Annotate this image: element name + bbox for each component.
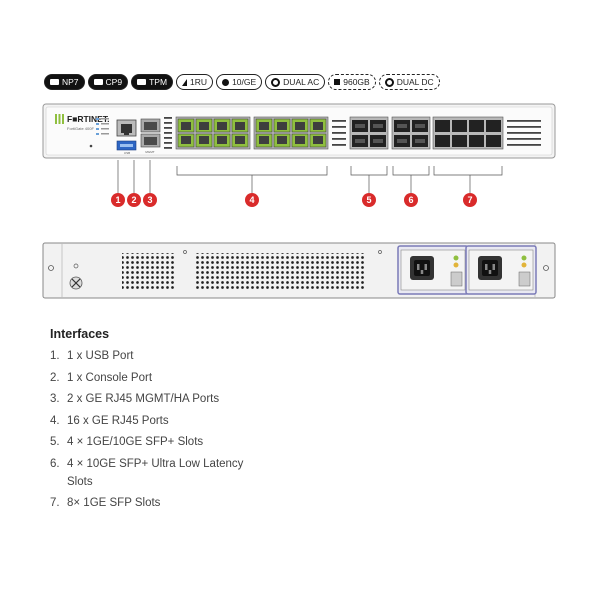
usb-port: USB	[116, 140, 137, 155]
badge-cp9: CP9	[87, 74, 129, 90]
rear-vent-small	[122, 253, 174, 291]
badge-dual-ac: DUAL AC	[265, 74, 326, 90]
callout-6: 6	[404, 193, 418, 207]
svg-text:MGMT: MGMT	[145, 150, 154, 154]
ring-icon	[271, 77, 281, 87]
svg-text:4: 4	[249, 195, 254, 205]
badge-dual-dc: DUAL DC	[378, 74, 440, 90]
badge-np7: NP7	[44, 74, 85, 90]
rack-unit-icon	[182, 78, 188, 86]
sfp-slots	[432, 116, 504, 150]
storage-icon	[334, 79, 341, 85]
list-item: 5.4 × 1GE/10GE SFP+ Slots	[50, 436, 204, 448]
callout-2: 2	[127, 193, 141, 207]
chip-icon	[137, 79, 147, 85]
svg-text:3: 3	[147, 195, 152, 205]
ground-screw-icon	[69, 276, 83, 290]
svg-text:7: 7	[467, 195, 472, 205]
rear-panel	[42, 242, 556, 299]
feature-badges: NP7 CP9 TPM 1RU 10/GE DUAL AC 960GB DUAL…	[44, 74, 440, 90]
callout-4: 4	[245, 193, 259, 207]
callout-1: 1	[111, 193, 125, 207]
power-inlet-icon	[478, 256, 502, 280]
sfp-plus-ull-slots	[391, 116, 431, 150]
svg-text:2: 2	[131, 195, 136, 205]
rj45-port-group-1	[175, 116, 251, 150]
badge-10ge: 10/GE	[216, 74, 263, 90]
model-text: FortiGate 400F	[67, 126, 94, 131]
fortinet-logo: F■RTINET. FortiGate 400F	[55, 114, 109, 131]
mgmt-ports: MGMT	[140, 118, 161, 154]
interfaces-title: Interfaces	[50, 327, 110, 341]
badge-960gb: 960GB	[328, 74, 376, 90]
badge-tpm: TPM	[131, 74, 174, 90]
vent-slots	[164, 117, 541, 149]
console-port	[116, 119, 137, 137]
svg-text:1: 1	[115, 195, 120, 205]
front-panel: F■RTINET. FortiGate 400F USB	[42, 103, 556, 159]
svg-text:USB: USB	[124, 151, 130, 155]
rj45-port-group-2	[253, 116, 329, 150]
list-item: 2.1 x Console Port	[50, 371, 153, 384]
power-supply-2	[465, 245, 537, 295]
chip-icon	[93, 79, 103, 85]
callout-3: 3	[143, 193, 157, 207]
brand-text: F■RTINET.	[67, 114, 109, 124]
callout-lines	[117, 160, 503, 193]
interfaces-list: 1.1 x USB Port 2.1 x Console Port 3.2 x …	[50, 347, 250, 516]
sfp-plus-slots	[349, 116, 389, 150]
svg-text:5: 5	[366, 195, 371, 205]
power-supply-1	[397, 245, 469, 295]
dot-icon	[222, 78, 230, 86]
list-item: 3.2 x GE RJ45 MGMT/HA Ports	[50, 393, 220, 405]
list-item: 1.1 x USB Port	[50, 350, 134, 362]
list-item: 7.8× 1GE SFP Slots	[50, 497, 161, 509]
callout-7: 7	[463, 193, 477, 207]
svg-text:6: 6	[408, 195, 413, 205]
list-item: 6.4 × 10GE SFP+ Ultra Low Latency Slots	[50, 457, 244, 488]
rear-vent-large	[196, 253, 366, 291]
ring-icon	[384, 77, 394, 87]
power-inlet-icon	[410, 256, 434, 280]
chip-icon	[50, 79, 59, 85]
badge-1ru: 1RU	[176, 74, 214, 90]
callout-5: 5	[362, 193, 376, 207]
list-item: 4.16 x GE RJ45 Ports	[50, 414, 169, 427]
status-leds	[89, 118, 109, 148]
